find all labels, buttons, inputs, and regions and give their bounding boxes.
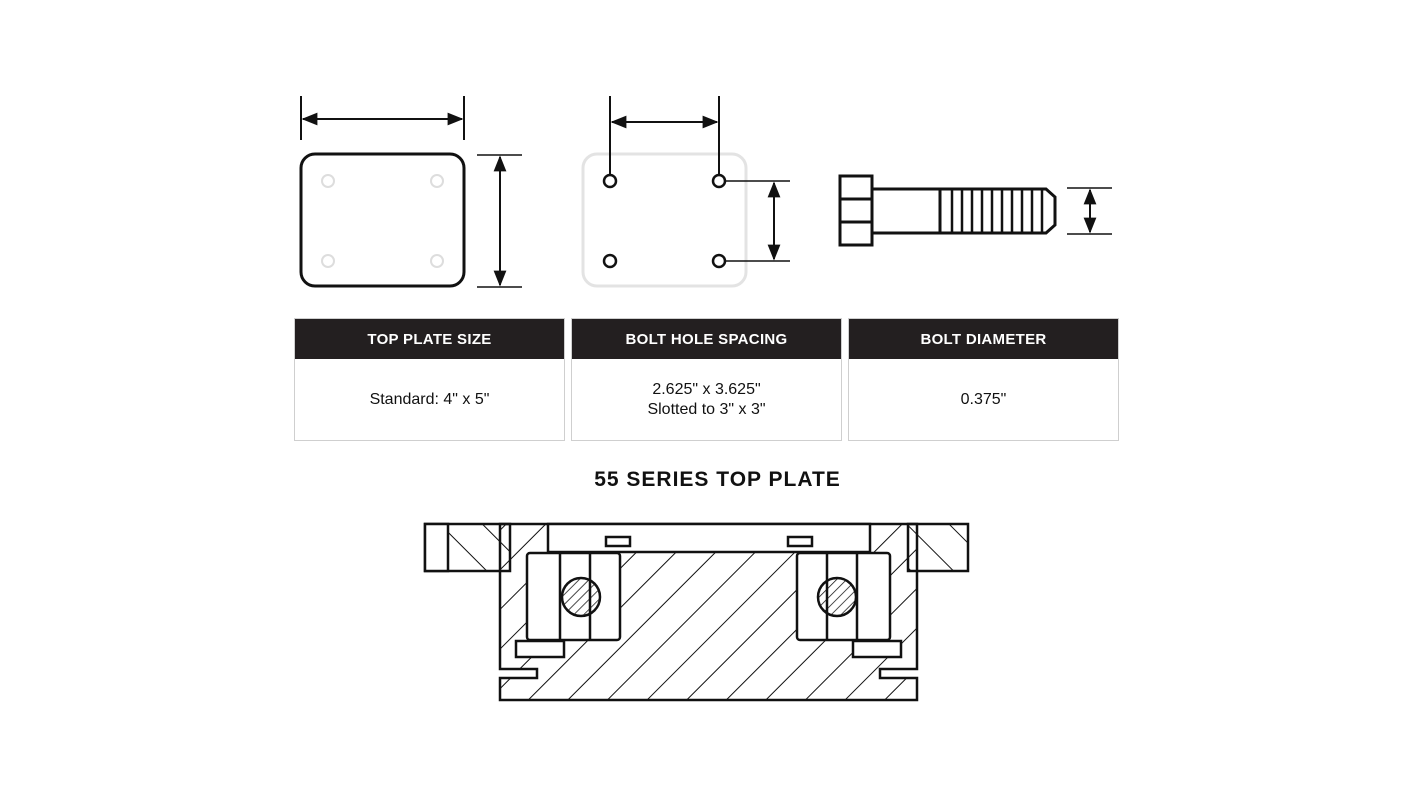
spec-bolt-hole-spacing: BOLT HOLE SPACING 2.625" x 3.625" Slotted…	[571, 318, 842, 441]
spec-bolt-diameter: BOLT DIAMETER 0.375"	[848, 318, 1119, 441]
spec-value: 0.375"	[960, 391, 1007, 408]
section-title: 55 SERIES TOP PLATE	[594, 468, 841, 491]
spec-top-plate-size: TOP PLATE SIZE Standard: 4" x 5"	[294, 318, 565, 441]
spec-value: Standard: 4" x 5"	[369, 391, 490, 408]
bolt-drawing	[838, 174, 1112, 247]
bolt-hole-spacing-drawing	[581, 96, 790, 288]
cross-section-drawing	[423, 522, 970, 702]
spec-value: Slotted to 3" x 3"	[647, 401, 766, 418]
spec-header: BOLT DIAMETER	[849, 319, 1118, 359]
top-plate-size-drawing	[299, 96, 522, 288]
spec-value: 2.625" x 3.625"	[652, 381, 761, 398]
spec-header: TOP PLATE SIZE	[295, 319, 564, 359]
spec-header: BOLT HOLE SPACING	[572, 319, 841, 359]
